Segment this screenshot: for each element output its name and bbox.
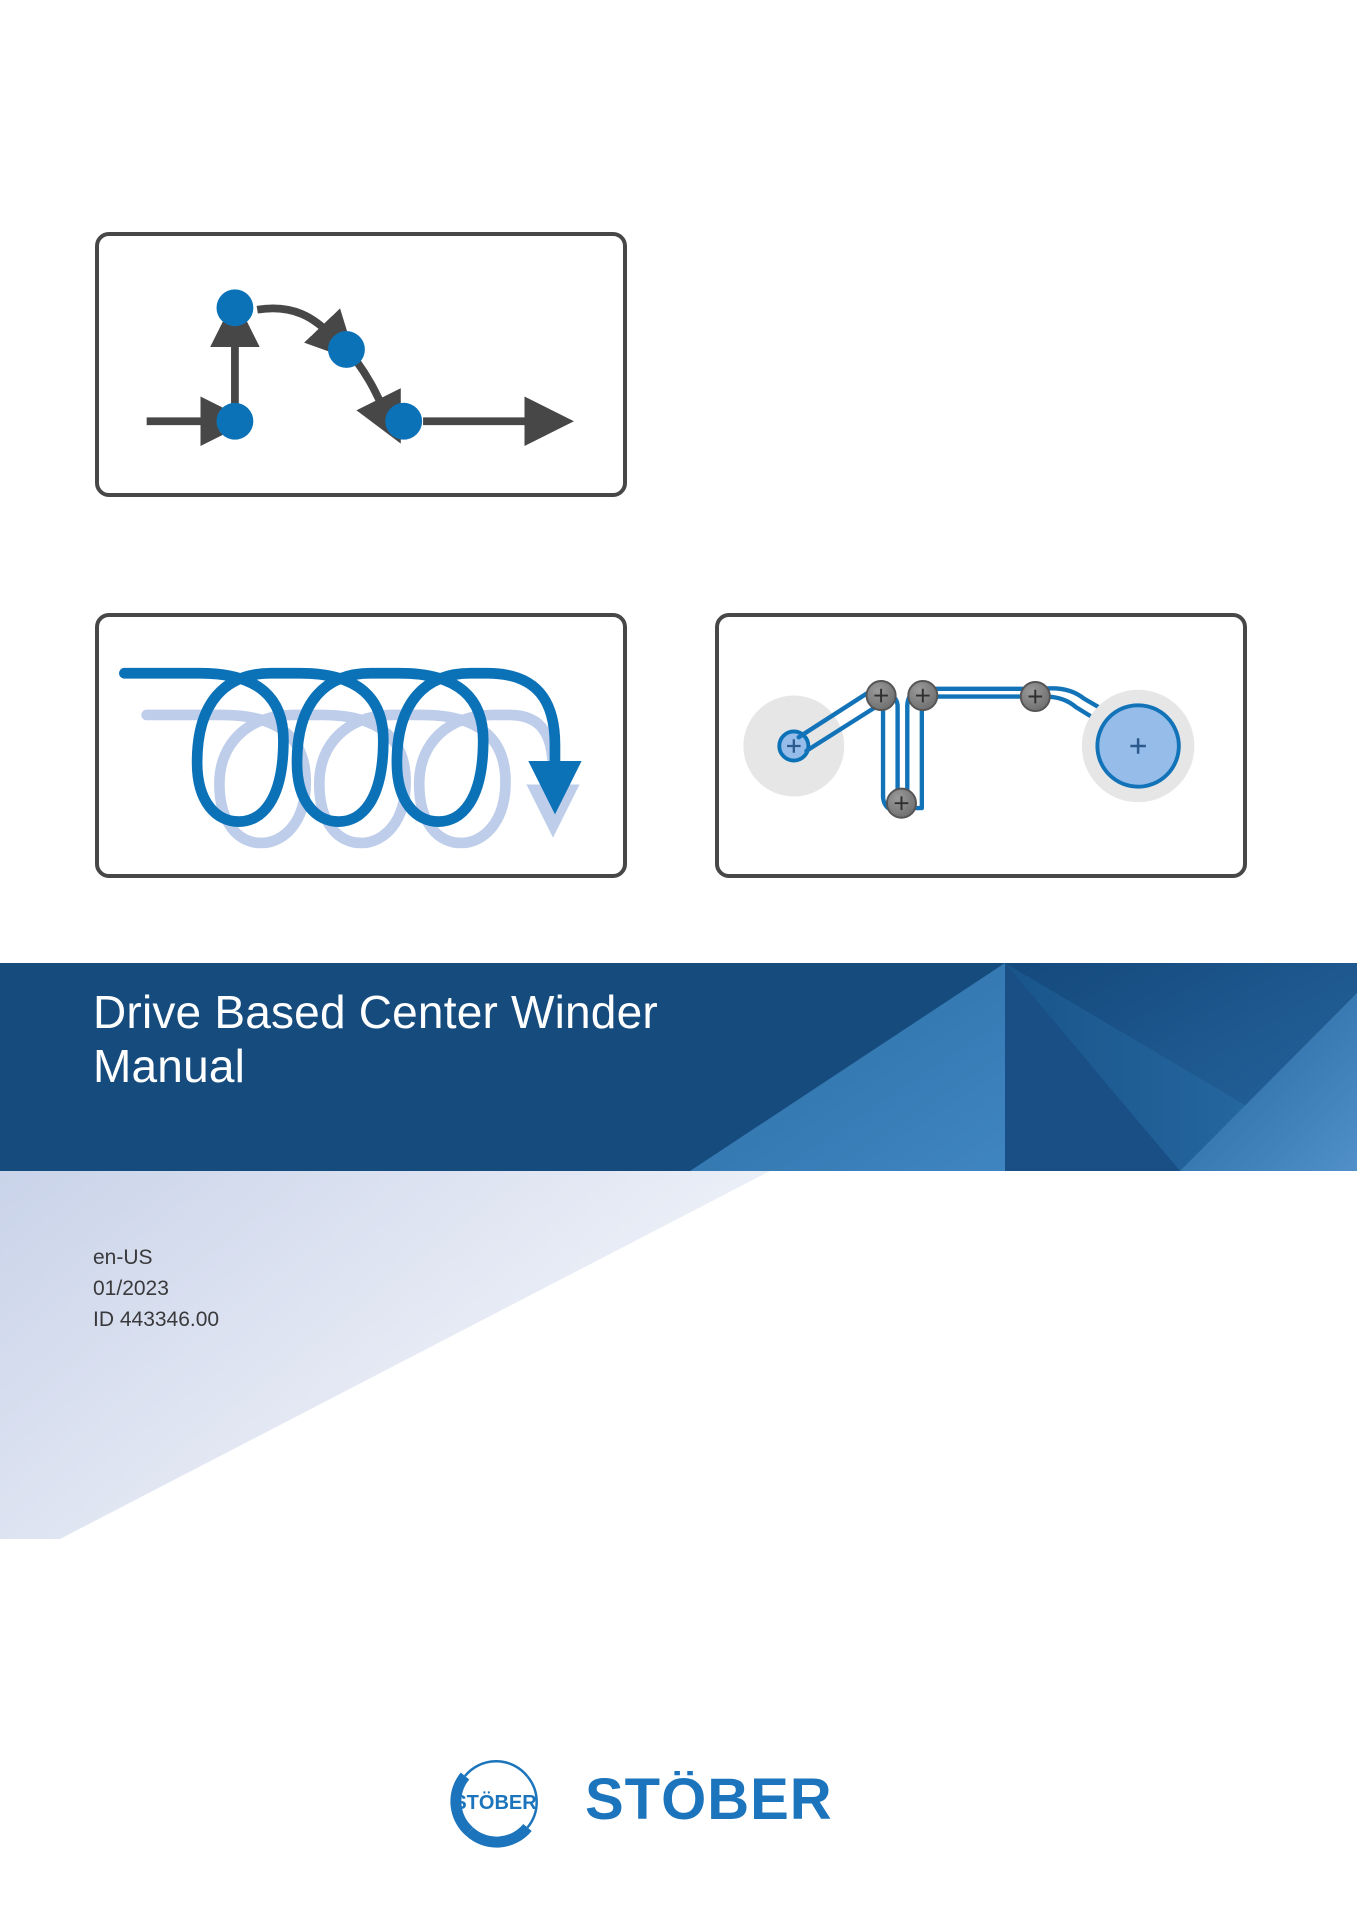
page-title: Drive Based Center Winder Manual xyxy=(93,986,658,1093)
wordmark-text: STÖBER xyxy=(585,1771,833,1832)
stober-wordmark: STÖBER xyxy=(585,1771,833,1832)
idler-rollers xyxy=(865,680,1051,819)
idler-roller-b xyxy=(907,680,939,712)
title-banner xyxy=(0,963,1357,1171)
metadata-date: 01/2023 xyxy=(93,1276,169,1300)
document-metadata: en-US 01/2023 ID 443346.00 xyxy=(93,1243,219,1336)
node-start xyxy=(216,402,254,440)
node-peak xyxy=(216,289,254,327)
motion-profile-graphic xyxy=(146,289,574,447)
illustration-motion-profile xyxy=(95,232,627,497)
arrow-curve-descend xyxy=(353,359,401,444)
wedge-shape xyxy=(0,1171,1357,1541)
winding-roll-center-mark xyxy=(1130,738,1146,754)
stober-emblem-icon: STÖBER xyxy=(449,1759,538,1848)
idler-roller-d xyxy=(1019,681,1051,713)
banner-facets xyxy=(0,963,1357,1171)
helix-coil-graphic xyxy=(119,667,582,849)
illustration-helix-coil xyxy=(95,613,627,878)
node-end xyxy=(385,402,423,440)
metadata-language: en-US xyxy=(93,1246,153,1269)
node-mid xyxy=(328,331,365,368)
helix-front-layer xyxy=(119,667,561,827)
idler-roller-c xyxy=(885,787,917,819)
lower-gradient-wedge xyxy=(0,1171,1357,1541)
center-winder-graphic xyxy=(743,680,1195,819)
metadata-id: ID 443346.00 xyxy=(93,1307,220,1331)
illustration-center-winder xyxy=(715,613,1247,878)
arrow-curve-down-right xyxy=(256,304,357,362)
unwind-roll-center-mark xyxy=(787,739,801,753)
brand-logo: STÖBER STÖBER xyxy=(0,1742,1357,1862)
idler-roller-a xyxy=(865,680,897,712)
emblem-text: STÖBER xyxy=(453,1791,537,1814)
